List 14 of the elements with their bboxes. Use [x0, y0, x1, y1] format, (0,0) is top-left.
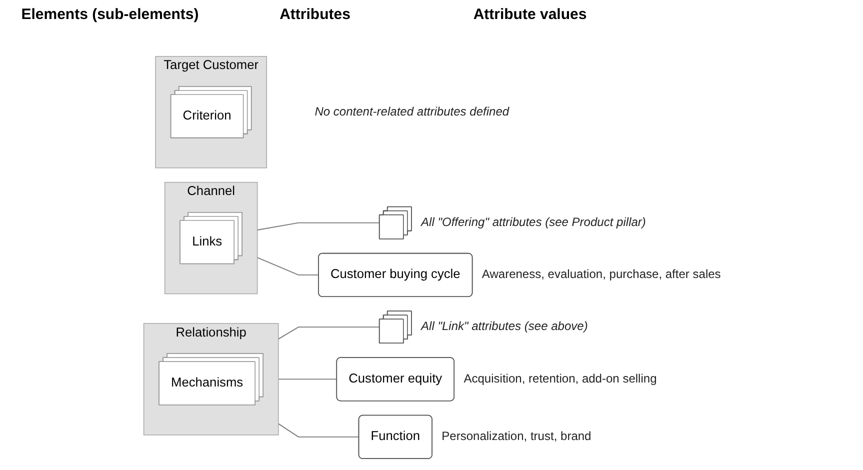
attribute-values-text: All "Link" attributes (see above) — [421, 319, 588, 334]
column-heading: Attributes — [278, 6, 352, 23]
connector — [278, 326, 380, 340]
attribute-values-text: Acquisition, retention, add-on selling — [464, 371, 657, 386]
attribute-values-text: Personalization, trust, brand — [442, 429, 592, 444]
attribute-values-text: All "Offering" attributes (see Product pillar) — [421, 215, 646, 229]
connector — [278, 423, 360, 438]
connector — [278, 378, 338, 380]
column-heading: Elements (sub-elements) — [20, 6, 200, 23]
note-text: No content-related attributes defined — [314, 104, 510, 118]
connector — [256, 222, 380, 230]
attribute-values-text: Awareness, evaluation, purchase, after sales — [482, 267, 721, 282]
connector — [256, 257, 319, 276]
column-heading: Attribute values — [472, 6, 588, 23]
